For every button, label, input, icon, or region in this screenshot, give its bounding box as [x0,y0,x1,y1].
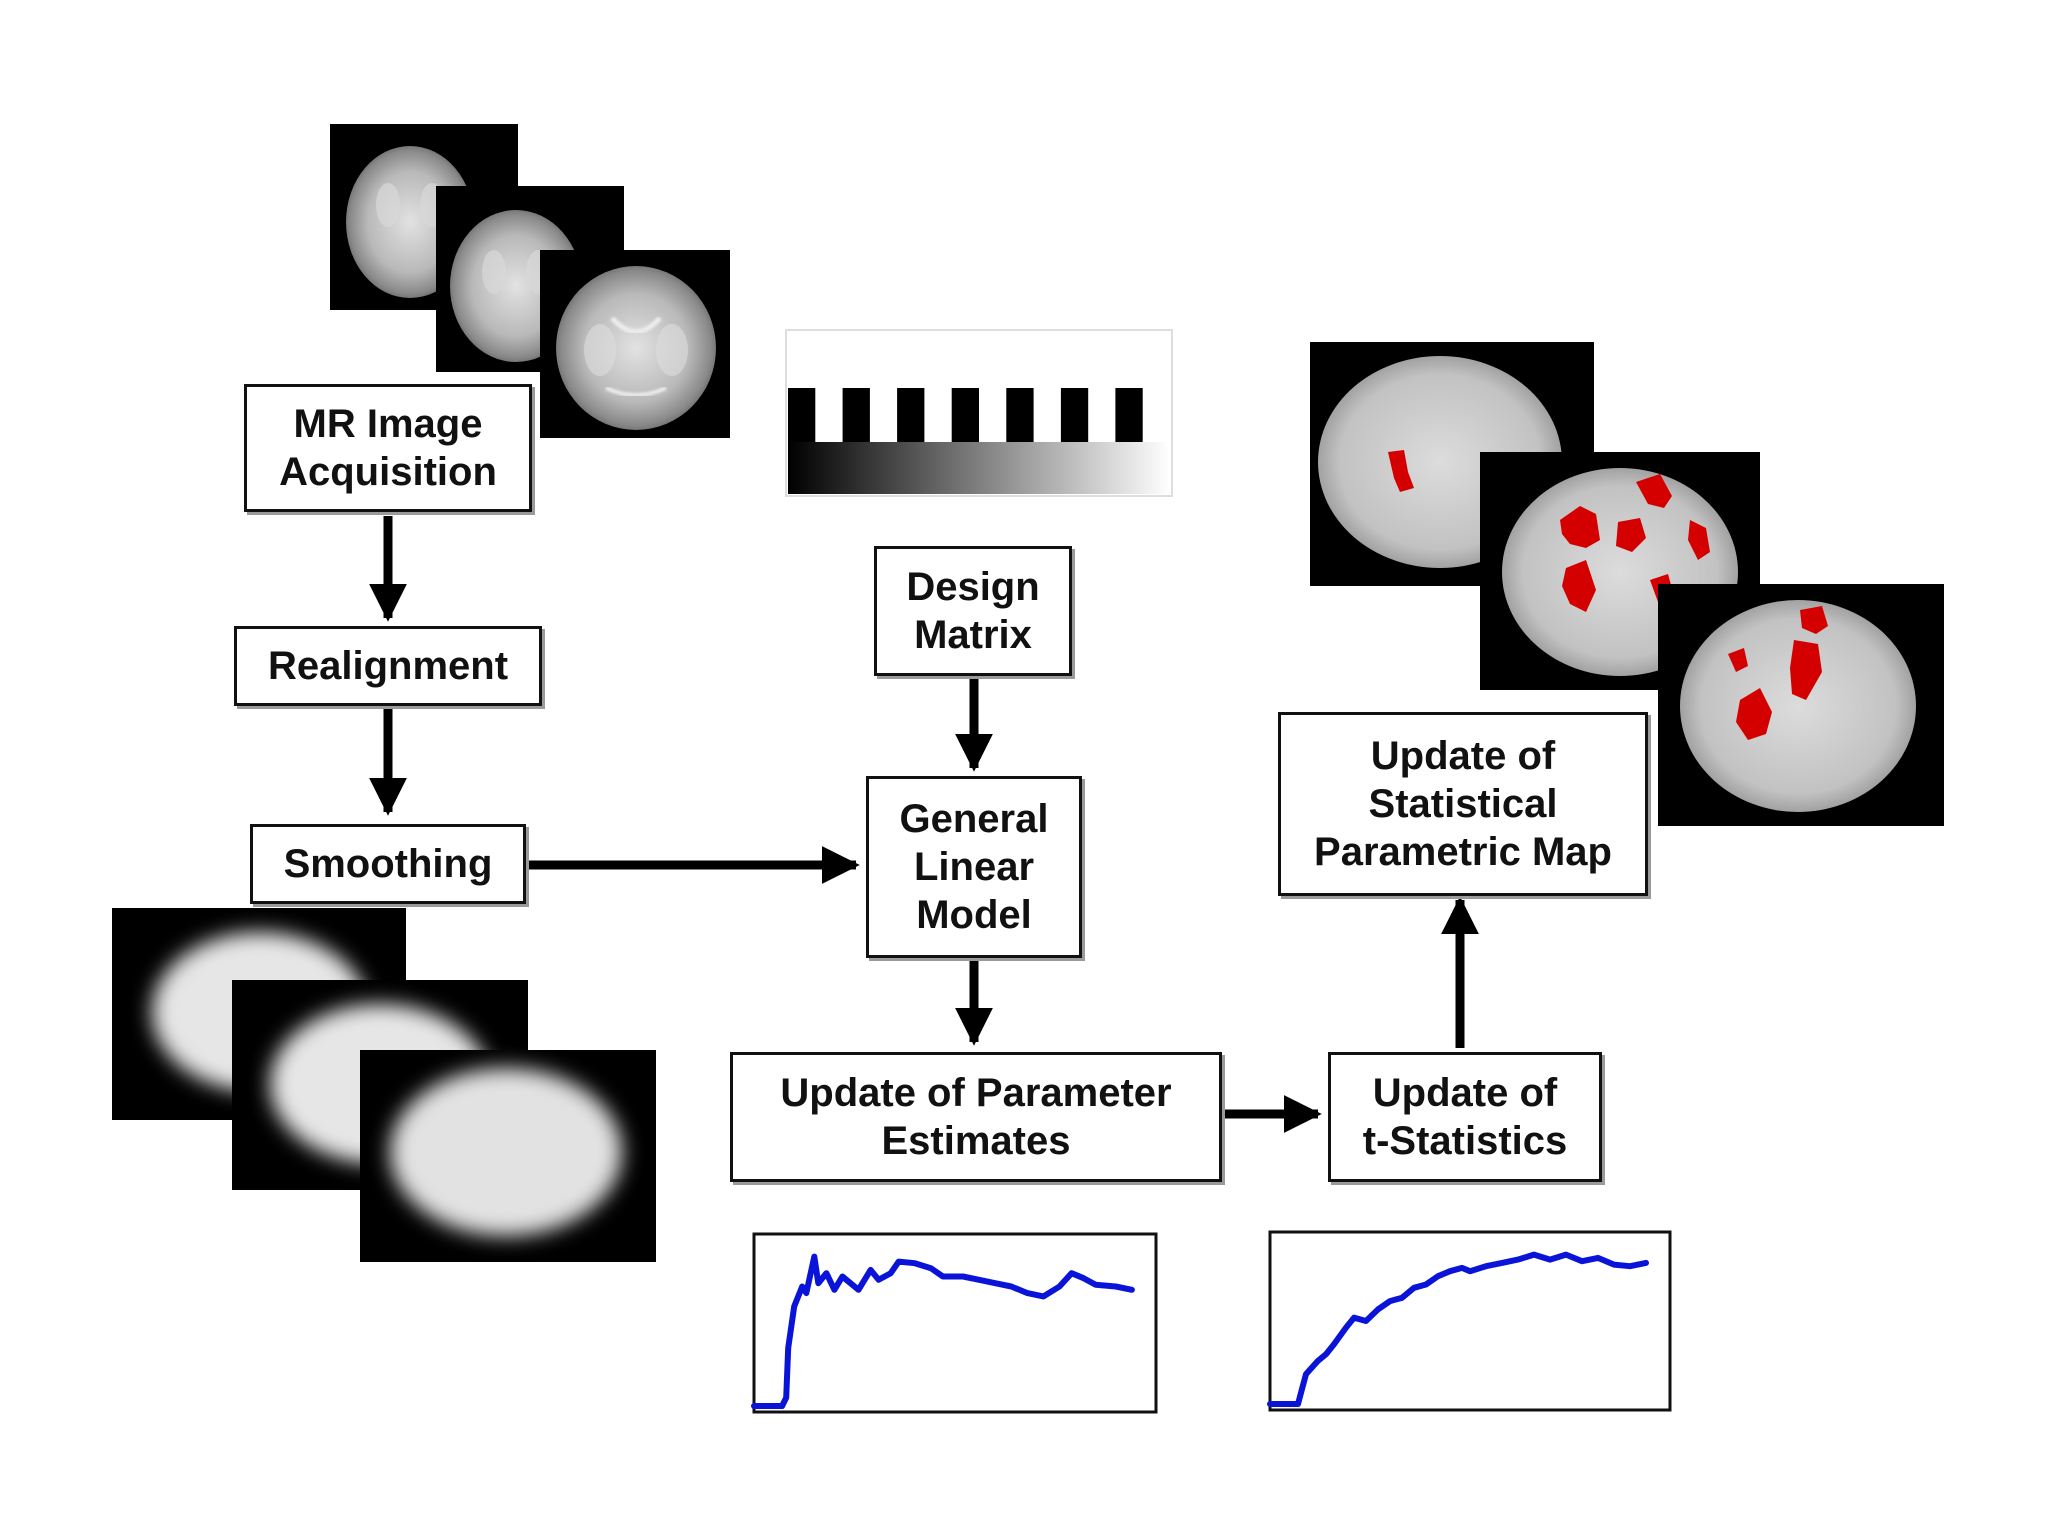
parameter-estimates-line1: Update of Parameter [780,1071,1172,1115]
statistical-parametric-map-line2: Statistical [1368,782,1558,826]
parameter-estimates-box: Update of Parameter Estimates [730,1052,1222,1182]
parameter-estimates-trace [751,1253,1135,1409]
general-linear-model-box: General Linear Model [866,776,1082,958]
design-matrix-icon [785,329,1173,497]
design-matrix-line2: Matrix [914,613,1032,657]
general-linear-model-line1: General [899,797,1049,841]
boxcar-block [1060,388,1089,442]
boxcar-block [842,388,870,442]
statistical-parametric-map-box: Update of Statistical Parametric Map [1278,712,1648,896]
boxcar-block [897,388,925,442]
realignment-label: Realignment [267,644,509,688]
realignment-box: Realignment [234,626,542,706]
smoothing-box: Smoothing [250,824,526,904]
boxcar-block [788,388,816,442]
boxcar-block [1115,388,1143,442]
t-statistics-box: Update of t-Statistics [1328,1052,1602,1182]
smoothed-scan-stack [112,908,656,1262]
design-matrix-box: Design Matrix [874,546,1072,676]
mr-image-acquisition-box: MR Image Acquisition [244,384,532,512]
design-matrix-line1: Design [906,565,1040,609]
general-linear-model-line2: Linear [913,845,1035,889]
parameter-estimates-plot [751,1232,1158,1414]
statistical-parametric-map-line1: Update of [1370,734,1556,778]
boxcar-block [951,388,979,442]
raw-scan-3 [540,250,730,438]
t-statistics-line2: t-Statistics [1362,1119,1568,1163]
flow-arrows [369,516,1479,1133]
mr-image-acquisition-line1: MR Image [293,402,483,446]
t-statistics-trace [1267,1251,1649,1407]
mr-image-acquisition-line2: Acquisition [279,450,497,494]
general-linear-model-line3: Model [916,893,1032,937]
design-matrix-gradient [788,442,1170,494]
smoothing-label: Smoothing [283,842,493,886]
parameter-estimates-line2: Estimates [881,1119,1071,1163]
boxcar-block [1006,388,1034,442]
design-matrix-boxcar [788,388,1143,442]
activation-map-stack [1310,342,1944,826]
activation-map-3 [1658,584,1944,826]
smoothed-scan-3 [360,1050,656,1262]
t-statistics-line1: Update of [1372,1071,1558,1115]
t-statistics-plot [1267,1230,1672,1412]
statistical-parametric-map-line3: Parametric Map [1314,830,1612,874]
raw-scan-stack [330,124,730,438]
